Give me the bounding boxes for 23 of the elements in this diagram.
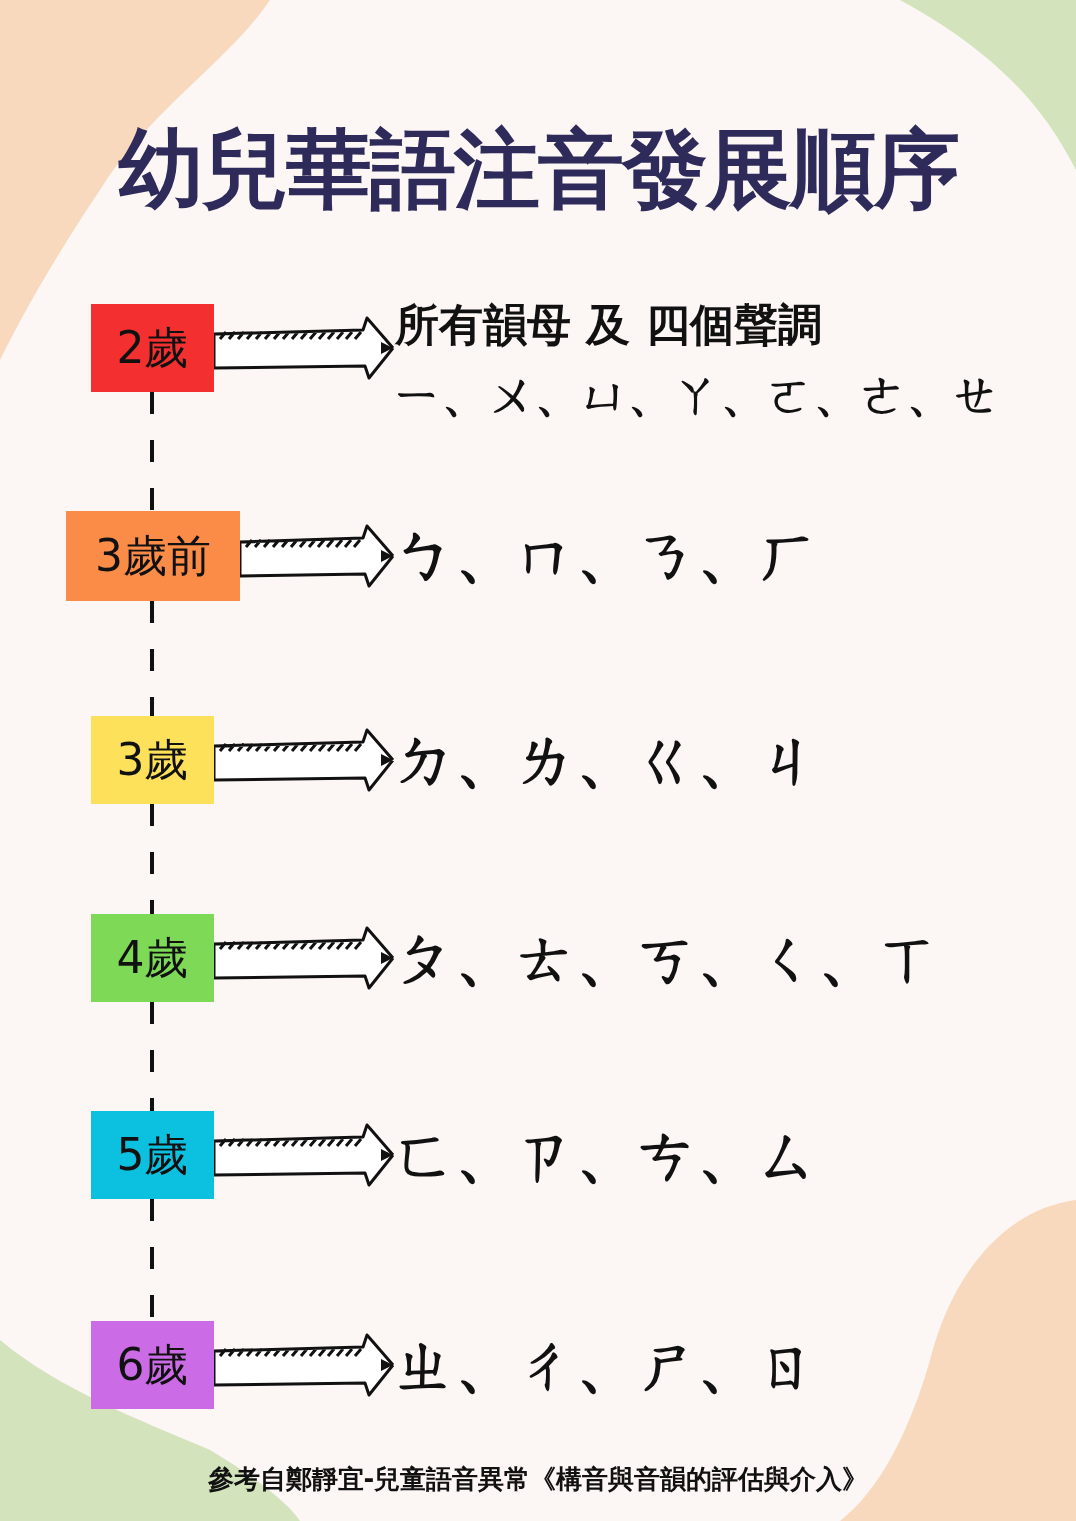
caption: 參考自鄭靜宜-兒童語音異常《構音與音韻的評估與介入》 xyxy=(206,1463,870,1496)
arrow xyxy=(212,926,395,990)
bopomofo-text: ㄆ、ㄊ、ㄎ、ㄑ、ㄒ xyxy=(395,916,1005,1000)
bopomofo-text: ㄅ、ㄇ、ㄋ、ㄏ xyxy=(395,513,865,597)
bopomofo-text: ㄈ、ㄗ、ㄘ、ㄙ xyxy=(395,1113,865,1197)
heading-text: 所有韻母 及 四個聲調 xyxy=(395,298,823,352)
arrow xyxy=(238,524,395,588)
age-label: 4歲 xyxy=(91,914,214,1002)
age-label: 2歲 xyxy=(91,304,214,392)
arrow xyxy=(212,1123,395,1187)
bopomofo-text: ㄧ、ㄨ、ㄩ、ㄚ、ㄛ、ㄜ、ㄝ xyxy=(395,367,1001,424)
age-label: 3歲前 xyxy=(66,511,240,601)
age-label: 3歲 xyxy=(91,716,214,804)
dashed-connector xyxy=(150,392,154,511)
arrow xyxy=(212,728,395,792)
bopomofo-text: ㄓ、ㄔ、ㄕ、ㄖ xyxy=(395,1323,865,1407)
dashed-connector xyxy=(150,601,154,716)
age-label: 6歲 xyxy=(91,1321,214,1409)
bopomofo-text: ㄉ、ㄌ、ㄍ、ㄐ xyxy=(395,718,865,802)
arrow xyxy=(212,316,395,380)
age-label: 5歲 xyxy=(91,1111,214,1199)
arrow xyxy=(212,1333,395,1397)
title: 幼兒華語注音發展順序 xyxy=(117,118,959,221)
